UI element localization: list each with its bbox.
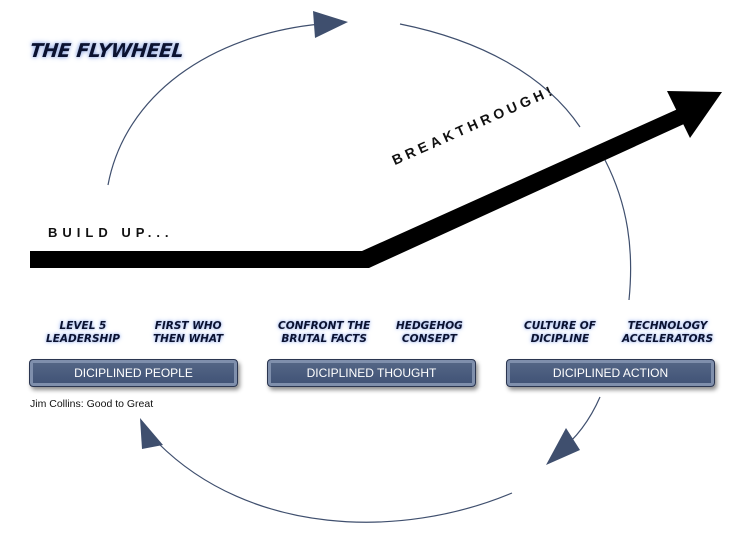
stage-box-thought: DICIPLINED THOUGHT [267, 359, 476, 387]
item-technology-accelerators: TECHNOLOGY ACCELERATORS [622, 320, 713, 346]
cycle-arc-top [107, 23, 321, 186]
item-confront-brutal-facts: CONFRONT THE BRUTAL FACTS [278, 320, 370, 346]
cycle-arrowhead-bottom [140, 418, 163, 449]
item-line: HEDGEHOG [396, 320, 463, 332]
item-line: CULTURE OF [524, 320, 596, 332]
item-line: ACCELERATORS [622, 333, 714, 345]
cycle-arc-bottom [157, 442, 513, 523]
cycle-arc-top-right [399, 23, 581, 128]
item-line: THEN WHAT [153, 333, 224, 345]
item-level-5-leadership: LEVEL 5 LEADERSHIP [46, 320, 120, 346]
item-hedgehog-concept: HEDGEHOG CONSEPT [396, 320, 463, 346]
cycle-arc-right [604, 159, 632, 301]
item-line: DICIPLINE [530, 333, 590, 345]
source-credit: Jim Collins: Good to Great [30, 398, 154, 410]
stage-box-action: DICIPLINED ACTION [506, 359, 715, 387]
cycle-arrowhead-right [546, 428, 580, 465]
item-line: CONFRONT THE [278, 320, 371, 332]
item-culture-of-discipline: CULTURE OF DICIPLINE [524, 320, 596, 346]
item-line: LEVEL 5 [59, 320, 107, 332]
item-line: LEADERSHIP [46, 333, 120, 345]
item-first-who-then-what: FIRST WHO THEN WHAT [153, 320, 223, 346]
item-line: CONSEPT [401, 333, 457, 345]
build-up-label: BUILD UP... [48, 225, 174, 240]
diagram-title: THE FLYWHEEL [28, 40, 185, 62]
breakthrough-arrowhead [667, 91, 722, 138]
item-line: TECHNOLOGY [627, 320, 708, 332]
item-line: FIRST WHO [154, 320, 222, 332]
item-line: BRUTAL FACTS [281, 333, 367, 345]
cycle-arrowhead-top [313, 11, 348, 38]
stage-box-people: DICIPLINED PEOPLE [29, 359, 238, 387]
breakthrough-track [30, 108, 684, 268]
